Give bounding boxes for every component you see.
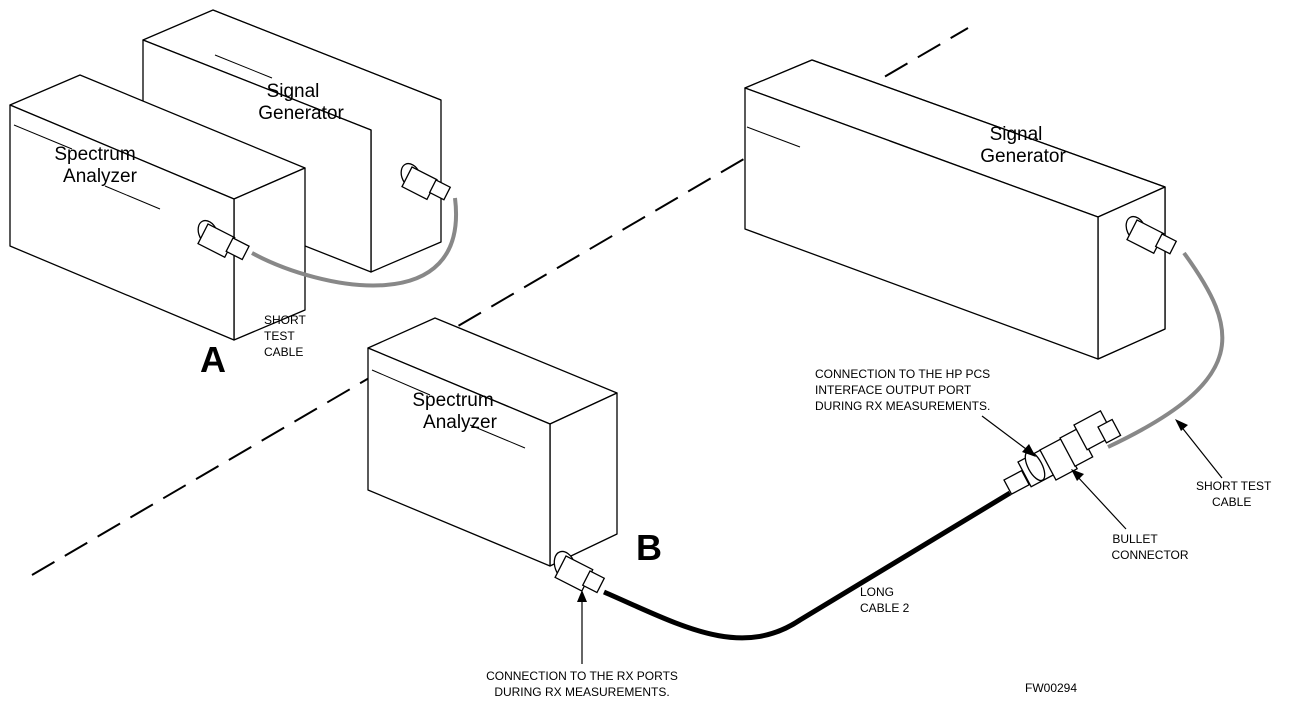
svg-text:CABLE: CABLE (1212, 495, 1251, 509)
a-cable-caption: SHORT TEST CABLE (264, 313, 306, 359)
svg-text:TEST: TEST (264, 329, 295, 343)
rx-ports-leader-arrow (577, 590, 587, 664)
a-generator-label-2: Generator (258, 103, 344, 124)
bullet-connector-caption: BULLET CONNECTOR (1111, 532, 1188, 562)
svg-text:BULLET: BULLET (1112, 532, 1158, 546)
a-analyzer-label-2: Analyzer (63, 166, 138, 187)
svg-text:DURING RX MEASUREMENTS.: DURING RX MEASUREMENTS. (815, 399, 990, 413)
panel-a-letter: A (200, 339, 226, 380)
b-spectrum-analyzer: Spectrum Analyzer (367, 317, 618, 567)
svg-text:CABLE 2: CABLE 2 (860, 601, 910, 615)
svg-text:CABLE: CABLE (264, 345, 303, 359)
b-analyzer-connector (553, 550, 606, 594)
panel-b-letter: B (636, 527, 662, 568)
a-analyzer-label-1: Spectrum (54, 144, 135, 165)
a-short-test-cable (251, 197, 459, 288)
svg-text:SHORT TEST: SHORT TEST (1196, 479, 1272, 493)
short-cable-leader-arrow (1175, 419, 1223, 479)
long-cable-caption: LONG CABLE 2 (860, 585, 910, 615)
b-analyzer-label-1: Spectrum (412, 390, 493, 411)
svg-text:CONNECTION TO THE RX PORTS: CONNECTION TO THE RX PORTS (486, 669, 678, 683)
b-generator-label-1: Signal (990, 124, 1043, 145)
hp-pcs-leader-arrow (981, 415, 1036, 457)
panel-divider (31, 27, 969, 576)
rx-ports-connection-note: CONNECTION TO THE RX PORTS DURING RX MEA… (486, 669, 678, 699)
b-generator-connector (1125, 215, 1178, 255)
svg-text:LONG: LONG (860, 585, 894, 599)
hp-pcs-connection-note: CONNECTION TO THE HP PCS INTERFACE OUTPU… (815, 367, 990, 413)
svg-text:CONNECTOR: CONNECTOR (1111, 548, 1188, 562)
b-long-cable-2 (603, 490, 1012, 641)
svg-text:INTERFACE OUTPUT PORT: INTERFACE OUTPUT PORT (815, 383, 972, 397)
a-generator-label-1: Signal (267, 81, 320, 102)
a-analyzer-connector (197, 219, 250, 261)
b-short-cable-caption: SHORT TEST CABLE (1196, 479, 1272, 509)
svg-text:CONNECTION TO THE HP PCS: CONNECTION TO THE HP PCS (815, 367, 990, 381)
b-short-test-cable (1107, 251, 1225, 449)
bullet-leader-arrow (1071, 469, 1127, 530)
figure-id: FW00294 (1025, 681, 1077, 695)
b-signal-generator: Signal Generator (744, 59, 1166, 360)
a-spectrum-analyzer: Spectrum Analyzer (9, 74, 306, 341)
b-generator-label-2: Generator (980, 146, 1066, 167)
svg-text:SHORT: SHORT (264, 313, 306, 327)
b-analyzer-label-2: Analyzer (423, 412, 498, 433)
a-generator-connector (400, 162, 452, 201)
svg-text:DURING RX MEASUREMENTS.: DURING RX MEASUREMENTS. (494, 685, 669, 699)
b-bullet-connector-assembly (1003, 410, 1122, 496)
